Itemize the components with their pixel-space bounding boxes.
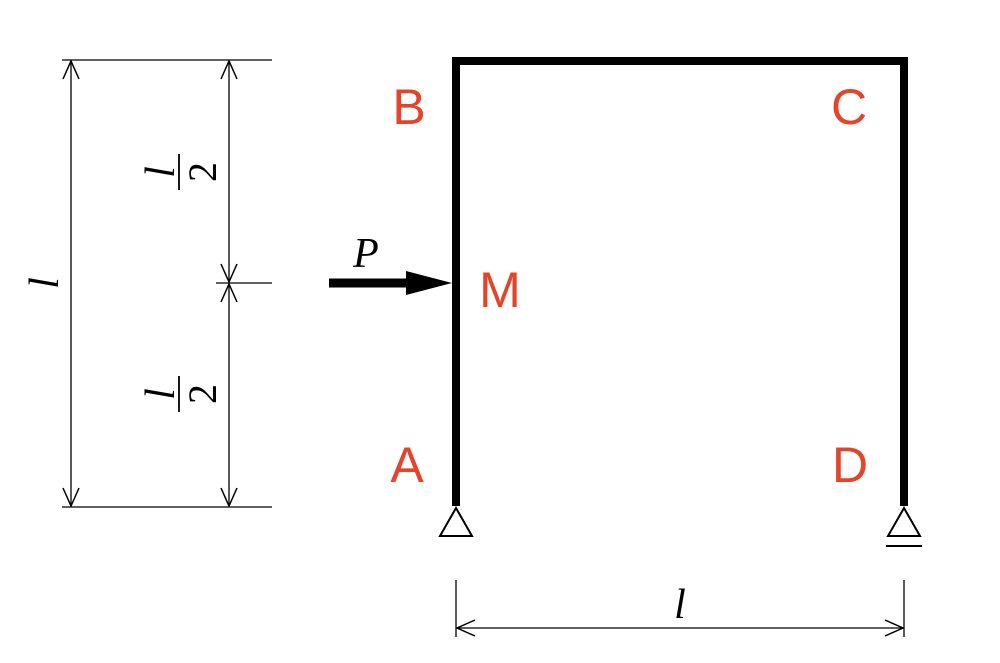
load-p: P <box>329 231 452 295</box>
load-label: P <box>352 231 379 277</box>
upper-half-fraction: l 2 <box>138 154 225 190</box>
node-label-d: D <box>832 437 868 493</box>
node-label-a: A <box>390 437 424 493</box>
lower-half-fraction: l 2 <box>138 376 225 412</box>
height-dimension: l l 2 l 2 <box>22 59 272 508</box>
lower-half-denominator: 2 <box>180 384 225 404</box>
pin-support-icon <box>438 505 474 537</box>
span-label: l <box>674 582 686 628</box>
total-height-label: l <box>22 277 68 289</box>
lower-half-numerator: l <box>138 388 184 400</box>
span-dimension: l <box>455 580 905 637</box>
frame <box>452 57 908 506</box>
node-label-m: M <box>479 262 521 318</box>
upper-half-numerator: l <box>138 166 184 178</box>
node-label-b: B <box>392 79 425 135</box>
upper-half-denominator: 2 <box>180 162 225 182</box>
roller-support-icon <box>886 505 922 547</box>
arrow-right-icon <box>406 271 452 295</box>
node-label-c: C <box>831 79 867 135</box>
